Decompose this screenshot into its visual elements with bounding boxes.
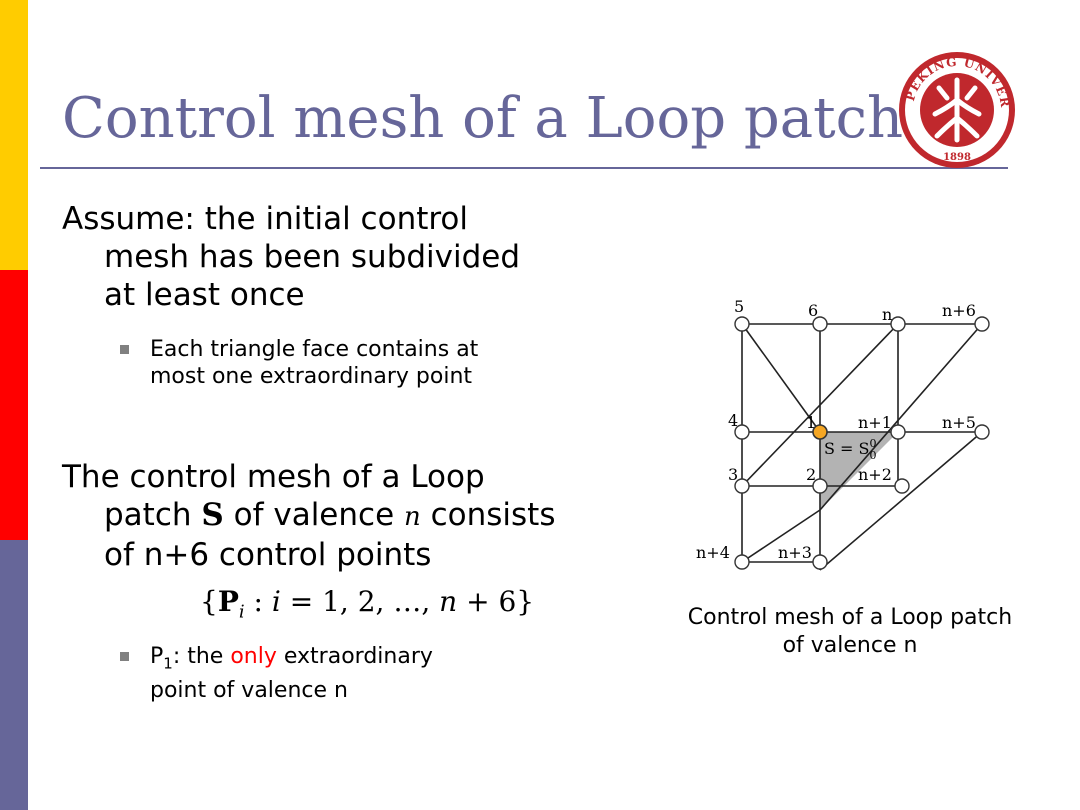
symbol-n: n xyxy=(404,502,421,532)
patch-label: S = S00 xyxy=(824,437,877,462)
highlight-only: only xyxy=(230,644,277,669)
assumption-paragraph: Assume: the initial control mesh has bee… xyxy=(62,200,622,314)
accent-bar-bottom xyxy=(0,540,28,810)
control-mesh-line-3: of n+6 control points xyxy=(104,537,432,573)
bullet-line-1: Each triangle face contains at xyxy=(150,337,479,362)
control-mesh-line-1: The control mesh of a Loop xyxy=(62,459,485,495)
diagram-caption: Control mesh of a Loop patch of valence … xyxy=(630,604,1070,660)
svg-text:2: 2 xyxy=(806,465,816,484)
svg-text:n: n xyxy=(882,305,892,324)
svg-text:n+5: n+5 xyxy=(942,413,976,432)
patch-face xyxy=(820,432,898,510)
svg-text:n+3: n+3 xyxy=(778,543,812,562)
svg-text:n+1: n+1 xyxy=(858,413,892,432)
bullet-extraordinary-point: P1: the only extraordinary point of vale… xyxy=(120,643,620,704)
svg-text:5: 5 xyxy=(734,297,744,316)
caption-line-2: of valence n xyxy=(782,633,918,658)
title-divider xyxy=(40,167,1008,169)
bullet-triangle-face: Each triangle face contains at most one … xyxy=(120,336,620,390)
bullet-line-2: point of valence n xyxy=(150,678,348,704)
bullet-square-icon xyxy=(120,345,129,354)
bullet-square-icon xyxy=(120,652,129,661)
svg-text:1: 1 xyxy=(806,413,816,432)
university-seal-logo: PEKING UNIVERSITY 1898 xyxy=(895,48,1015,168)
loop-patch-mesh-diagram: 5 6 n n+6 4 1 n+1 n+5 3 2 n+2 n+4 n+3 S … xyxy=(696,297,990,571)
svg-text:n+2: n+2 xyxy=(858,465,892,484)
control-mesh-line-2: patch S of valence n consists xyxy=(104,497,556,533)
svg-text:n+4: n+4 xyxy=(696,543,730,562)
seal-year: 1898 xyxy=(943,152,971,163)
control-mesh-paragraph: The control mesh of a Loop patch S of va… xyxy=(62,458,622,574)
bullet-line-2: most one extraordinary point xyxy=(150,364,473,389)
assumption-line-1: Assume: the initial control xyxy=(62,201,469,237)
symbol-s: S xyxy=(201,497,224,533)
slide-title: Control mesh of a Loop patch xyxy=(62,86,904,151)
accent-bar-top xyxy=(0,0,28,270)
extraordinary-point xyxy=(812,424,828,440)
control-points-formula: {Pi : i = 1, 2, …, n + 6} xyxy=(200,585,535,623)
assumption-line-2: mesh has been subdivided xyxy=(104,239,521,275)
bullet-line-1: P1: the only extraordinary xyxy=(150,644,433,673)
svg-text:6: 6 xyxy=(808,301,818,320)
svg-text:n+6: n+6 xyxy=(942,301,976,320)
caption-line-1: Control mesh of a Loop patch xyxy=(687,605,1013,630)
svg-text:3: 3 xyxy=(728,465,738,484)
accent-bar-middle xyxy=(0,270,28,540)
assumption-line-3: at least once xyxy=(104,277,305,313)
svg-text:4: 4 xyxy=(728,411,738,430)
